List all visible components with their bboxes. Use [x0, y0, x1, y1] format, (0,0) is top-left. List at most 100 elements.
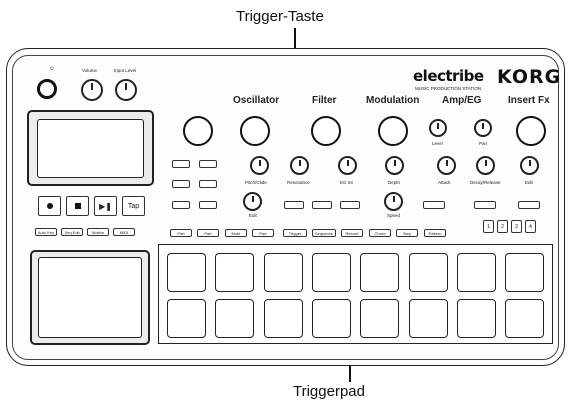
trigger-pad-1[interactable] [167, 253, 206, 292]
oscillator-edit-knob[interactable] [243, 192, 262, 211]
speed-label: Speed [387, 213, 401, 218]
input-level-knob[interactable] [115, 79, 137, 101]
volume-knob[interactable] [81, 79, 103, 101]
tap-button[interactable]: Tap [122, 196, 145, 216]
trigger-pad-14[interactable] [408, 299, 448, 338]
trigger-pad-11[interactable] [263, 299, 303, 338]
filter-button-1[interactable] [284, 201, 304, 209]
product-tagline: MUSIC PRODUCTION STATION [415, 86, 482, 91]
record-icon [46, 203, 53, 209]
resonance-knob[interactable] [290, 156, 309, 175]
attack-label: Attack [438, 180, 451, 185]
number-button-2[interactable]: 2 [497, 220, 508, 233]
depth-knob[interactable] [385, 156, 404, 175]
part-button-9[interactable]: Step [396, 229, 418, 237]
eg-int-knob[interactable] [338, 156, 357, 175]
trigger-pad-10[interactable] [215, 299, 255, 338]
input-level-label: Input Level [114, 68, 137, 73]
attack-knob[interactable] [437, 156, 456, 175]
part-button-6[interactable]: Sequence [312, 229, 336, 237]
small-button-4[interactable] [199, 180, 217, 188]
display-screen [37, 119, 144, 178]
small-button-5[interactable] [172, 201, 190, 209]
trigger-pad-12[interactable] [311, 299, 351, 338]
part-button-4[interactable]: Part [252, 229, 274, 237]
power-label: ⏻ [50, 66, 54, 71]
big-knob-1[interactable] [183, 116, 213, 146]
volume-label: Volume [82, 68, 98, 73]
filter-button-2[interactable] [312, 201, 332, 209]
trigger-pad-9[interactable] [167, 299, 206, 338]
trigger-pad-2[interactable] [215, 253, 255, 292]
power-button[interactable] [37, 79, 57, 99]
small-button-3[interactable] [172, 180, 190, 188]
stop-button[interactable] [66, 196, 89, 216]
decay-release-label: Decay/Release [470, 180, 501, 185]
part-button-8[interactable]: Chord [369, 229, 391, 237]
fx-button[interactable] [518, 201, 540, 209]
callout-triggerpad: Triggerpad [293, 383, 365, 400]
play-pause-button[interactable]: ▶❚ [94, 196, 117, 216]
number-button-4[interactable]: 4 [525, 220, 536, 233]
filter-button-3[interactable] [340, 201, 360, 209]
trigger-button[interactable]: Trigger [283, 229, 307, 237]
trigger-pad-7[interactable] [456, 253, 496, 292]
oscillator-knob[interactable] [240, 116, 270, 146]
part-button-10[interactable]: Pattern [424, 229, 446, 237]
stop-icon [74, 203, 81, 209]
left-button-3[interactable]: Motion [87, 228, 109, 236]
mod-button[interactable] [423, 201, 445, 209]
amp-level-knob[interactable] [429, 119, 447, 137]
left-button-2[interactable]: Seq Edit [61, 228, 83, 236]
trigger-pad-4[interactable] [311, 253, 351, 292]
part-button-1[interactable]: Part [170, 229, 192, 237]
trigger-pad-13[interactable] [360, 299, 400, 338]
amp-pan-knob[interactable] [474, 119, 492, 137]
edit-knob[interactable] [520, 156, 539, 175]
touch-pad-bezel [30, 250, 150, 345]
product-logo: electribe [413, 67, 484, 85]
record-button[interactable] [38, 196, 61, 216]
pitch-glide-label: Pitch/Glide [245, 180, 267, 185]
oscillator-edit-label: Edit [249, 213, 257, 218]
trigger-pad-5[interactable] [360, 253, 400, 292]
eg-int-label: EG Int [340, 180, 353, 185]
decay-release-knob[interactable] [476, 156, 495, 175]
touch-pad[interactable] [38, 257, 142, 338]
small-button-1[interactable] [172, 160, 190, 168]
trigger-pad-3[interactable] [263, 253, 303, 292]
display-bezel [27, 110, 154, 186]
amp-level-label: Level [432, 141, 443, 146]
trigger-pad-8[interactable] [505, 253, 545, 292]
insert-fx-knob[interactable] [516, 116, 546, 146]
trigger-pad-6[interactable] [408, 253, 448, 292]
korg-logo: KORG [497, 66, 562, 88]
resonance-label: Resonance [287, 180, 310, 185]
section-amp-eg: Amp/EG [442, 95, 482, 106]
play-pause-icon: ▶❚ [99, 201, 112, 211]
pitch-glide-knob[interactable] [250, 156, 269, 175]
left-button-4[interactable]: MIDI [113, 228, 135, 236]
section-modulation: Modulation [366, 95, 420, 106]
amp-button[interactable] [474, 201, 496, 209]
part-button-2[interactable]: Part [197, 229, 219, 237]
trigger-pad-15[interactable] [456, 299, 496, 338]
filter-knob[interactable] [311, 116, 341, 146]
part-button-3[interactable]: Mute [225, 229, 247, 237]
small-button-2[interactable] [199, 160, 217, 168]
part-button-7[interactable]: Record [341, 229, 363, 237]
speed-knob[interactable] [384, 192, 403, 211]
trigger-pad-16[interactable] [505, 299, 545, 338]
number-button-1[interactable]: 1 [483, 220, 494, 233]
section-filter: Filter [312, 95, 337, 106]
small-button-6[interactable] [199, 201, 217, 209]
section-insert-fx: Insert Fx [508, 95, 550, 106]
modulation-knob[interactable] [378, 116, 408, 146]
callout-trigger-taste: Trigger-Taste [236, 8, 324, 25]
trigger-pad-area [158, 244, 553, 344]
amp-pan-label: Pan [479, 141, 488, 146]
device-panel [12, 55, 559, 360]
left-button-1[interactable]: Auto Key [35, 228, 57, 236]
depth-label: Depth [388, 180, 401, 185]
number-button-3[interactable]: 3 [511, 220, 522, 233]
